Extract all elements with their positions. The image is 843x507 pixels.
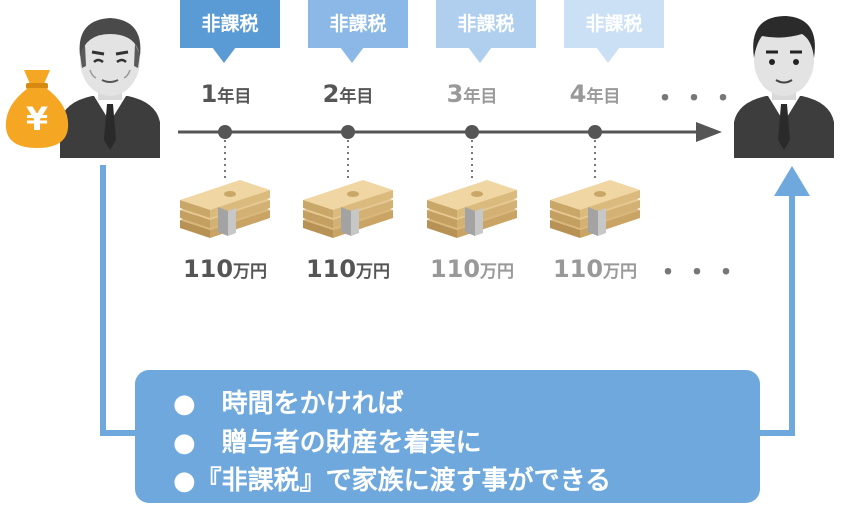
timeline-dot-3 bbox=[465, 125, 479, 139]
amount-unit: 万円 bbox=[356, 262, 391, 282]
amount-unit: 万円 bbox=[603, 262, 638, 282]
money-stack-icon-2 bbox=[303, 180, 393, 238]
receiver-icon bbox=[734, 16, 834, 158]
giver-icon bbox=[60, 18, 160, 158]
flow-arrow-line-right bbox=[760, 196, 795, 436]
amount-number: 110 bbox=[182, 255, 234, 283]
badge-tail bbox=[468, 47, 492, 63]
info-line-3: ●『非課税』で家族に渡す事ができる bbox=[173, 466, 612, 496]
flow-arrow-line bbox=[100, 165, 135, 436]
info-box: ● 時間をかければ ● 贈与者の財産を着実に ●『非課税』で家族に渡す事ができる bbox=[135, 370, 760, 503]
amount-unit: 万円 bbox=[233, 262, 268, 282]
amount-number: 110 bbox=[429, 255, 481, 283]
year-label-2: 2年目 bbox=[298, 80, 398, 108]
badge-year-2: 非課税 bbox=[308, 0, 408, 63]
badge-label: 非課税 bbox=[564, 0, 664, 48]
amount-label-2: 110万円 bbox=[293, 255, 403, 283]
year-number: 3 bbox=[446, 80, 464, 108]
year-unit: 年目 bbox=[463, 87, 498, 107]
badge-year-4: 非課税 bbox=[564, 0, 664, 63]
amount-number: 110 bbox=[305, 255, 357, 283]
amount-unit: 万円 bbox=[480, 262, 515, 282]
year-unit: 年目 bbox=[339, 87, 374, 107]
info-line-1: ● 時間をかければ bbox=[173, 389, 404, 419]
amount-label-1: 110万円 bbox=[170, 255, 280, 283]
money-bag-icon bbox=[5, 70, 69, 148]
badge-year-1: 非課税 bbox=[180, 0, 280, 63]
yen-symbol: ¥ bbox=[25, 100, 49, 138]
year-label-3: 3年目 bbox=[422, 80, 522, 108]
badge-label: 非課税 bbox=[308, 0, 408, 48]
badge-tail bbox=[596, 47, 620, 63]
money-stack-icon-4 bbox=[550, 180, 640, 238]
timeline-dot-1 bbox=[218, 125, 232, 139]
year-number: 4 bbox=[569, 80, 587, 108]
year-unit: 年目 bbox=[586, 87, 621, 107]
amount-label-4: 110万円 bbox=[540, 255, 650, 283]
badge-year-3: 非課税 bbox=[436, 0, 536, 63]
badge-tail bbox=[212, 47, 236, 63]
badge-tail bbox=[340, 47, 364, 63]
flow-arrowhead bbox=[774, 166, 810, 196]
year-label-4: 4年目 bbox=[545, 80, 645, 108]
money-stack-icon-3 bbox=[427, 180, 517, 238]
badge-label: 非課税 bbox=[436, 0, 536, 48]
year-unit: 年目 bbox=[217, 87, 252, 107]
year-label-1: 1年目 bbox=[176, 80, 276, 108]
info-line-2: ● 贈与者の財産を着実に bbox=[173, 428, 482, 458]
amount-number: 110 bbox=[552, 255, 604, 283]
timeline-dot-4 bbox=[588, 125, 602, 139]
year-ellipsis: ・・・ bbox=[652, 84, 740, 114]
year-number: 1 bbox=[200, 80, 218, 108]
year-number: 2 bbox=[322, 80, 340, 108]
badge-label: 非課税 bbox=[180, 0, 280, 48]
amount-ellipsis: ・・・ bbox=[655, 258, 743, 288]
timeline-dot-2 bbox=[341, 125, 355, 139]
timeline-arrowhead bbox=[696, 122, 722, 142]
money-stack-icon-1 bbox=[180, 180, 270, 238]
amount-label-3: 110万円 bbox=[417, 255, 527, 283]
